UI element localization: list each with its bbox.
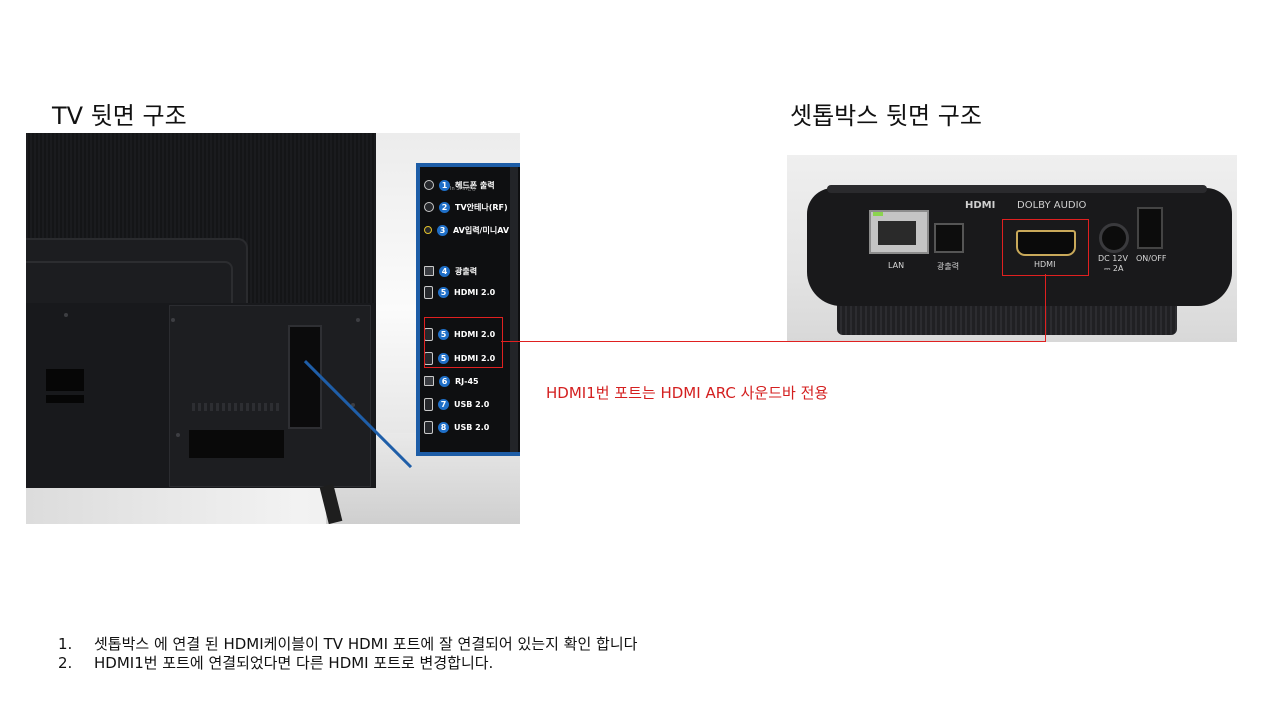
instruction-item: 1. 셋톱박스 에 연결 된 HDMI케이블이 TV HDMI 포트에 잘 연결… (58, 635, 637, 654)
port-sublabel: In 3Pin전용 (450, 186, 477, 192)
settop-back-photo: HDMI DOLBY AUDIO LAN 광출력 HDMI DC 12V ⎓ 2… (787, 155, 1237, 342)
optical-label: 광출력 (937, 262, 960, 271)
dc-power-jack (1099, 223, 1129, 253)
hdmi-logo: HDMI (965, 200, 996, 211)
tv-label-sticker-small (46, 395, 84, 403)
port-label: USB 2.0 (454, 422, 490, 432)
hdmi-label: HDMI (1034, 260, 1056, 269)
stb-hdmi-highlight-box (1002, 219, 1089, 276)
instruction-item: 2. HDMI1번 포트에 연결되었다면 다른 HDMI 포트로 변경합니다. (58, 654, 637, 673)
zoom-edge-strip (510, 167, 518, 452)
port-row: 7 USB 2.0 (424, 396, 489, 412)
port-label: HDMI 2.0 (454, 287, 496, 297)
tv-hump (26, 238, 248, 310)
headphone-jack-icon (424, 180, 434, 190)
port-row: 5 HDMI 2.0 (424, 284, 495, 300)
port-label: AV입력/미니AV (453, 225, 510, 235)
port-number: 5 (438, 352, 449, 364)
instruction-number: 1. (58, 635, 73, 653)
port-row: 2 TV안테나(RF) (424, 199, 508, 215)
dolby-audio-logo: DOLBY AUDIO (1017, 200, 1087, 211)
antenna-port-icon (424, 202, 434, 212)
tv-label-sticker (46, 369, 84, 391)
optical-port-icon (424, 266, 434, 276)
instruction-text: HDMI1번 포트에 연결되었다면 다른 HDMI 포트로 변경합니다. (94, 654, 494, 672)
screw (64, 313, 68, 317)
lan-port-socket (878, 221, 916, 245)
lan-label: LAN (888, 261, 905, 270)
tv-slot (189, 430, 284, 458)
port-label: TV안테나(RF) (455, 202, 508, 212)
instruction-list: 1. 셋톱박스 에 연결 된 HDMI케이블이 TV HDMI 포트에 잘 연결… (58, 635, 637, 673)
port-number: 5 (438, 328, 449, 340)
optical-port (934, 223, 964, 253)
port-label: HDMI 2.0 (454, 329, 496, 339)
port-number: 8 (438, 421, 449, 433)
usb-port-icon (424, 420, 433, 434)
port-row: 8 USB 2.0 (424, 419, 489, 435)
ethernet-port-icon (424, 376, 434, 386)
port-label: HDMI 2.0 (454, 353, 496, 363)
dc-current-label: ⎓ 2A (1104, 264, 1124, 273)
tv-vent (192, 403, 282, 411)
port-number: 4 (439, 265, 450, 277)
port-zoom-panel: 1 헤드폰 출력 In 3Pin전용 2 TV안테나(RF) 3 AV입력/미니… (416, 163, 520, 456)
port-number: 3 (437, 224, 448, 236)
port-row: 6 RJ-45 (424, 373, 479, 389)
port-number: 6 (439, 375, 450, 387)
dc-label: DC 12V (1098, 254, 1128, 263)
hdmi-port-icon (424, 285, 433, 299)
tv-back-title: TV 뒷면 구조 (52, 102, 187, 130)
port-number: 7 (438, 398, 449, 410)
usb-port-icon (424, 397, 433, 411)
instruction-text: 셋톱박스 에 연결 된 HDMI케이블이 TV HDMI 포트에 잘 연결되어 … (94, 635, 638, 653)
port-label: 헤드폰 출력 (455, 180, 495, 190)
port-row: 4 광출력 (424, 263, 477, 279)
screw (351, 403, 355, 407)
tv-back-panel (26, 133, 376, 488)
power-label: ON/OFF (1136, 254, 1167, 263)
av-port-icon (424, 226, 432, 234)
screw (176, 433, 180, 437)
port-row: 1 헤드폰 출력 (424, 177, 495, 193)
port-label: USB 2.0 (454, 399, 490, 409)
port-number: 2 (439, 201, 450, 213)
port-label: 광출력 (455, 266, 478, 276)
screw (171, 318, 175, 322)
tv-port-cavity (288, 325, 322, 429)
port-number: 5 (438, 286, 449, 298)
tv-hump-inner (26, 261, 233, 303)
hdmi-port (1016, 230, 1076, 256)
tv-hdmi-highlight-box (424, 317, 503, 368)
port-label: RJ-45 (455, 376, 479, 386)
arc-warning-note: HDMI1번 포트는 HDMI ARC 사운드바 전용 (546, 384, 829, 402)
instruction-number: 2. (58, 654, 73, 672)
lan-led (873, 212, 883, 216)
tv-back-photo: 1 헤드폰 출력 In 3Pin전용 2 TV안테나(RF) 3 AV입력/미니… (26, 133, 520, 524)
screw (356, 318, 360, 322)
power-switch (1137, 207, 1163, 249)
port-row: 3 AV입력/미니AV (424, 222, 509, 238)
connection-line (501, 341, 1046, 342)
settop-back-title: 셋톱박스 뒷면 구조 (790, 102, 982, 130)
port-number: 1 (439, 179, 450, 191)
connection-line-vertical (1045, 274, 1046, 342)
stb-top-edge (827, 185, 1207, 193)
